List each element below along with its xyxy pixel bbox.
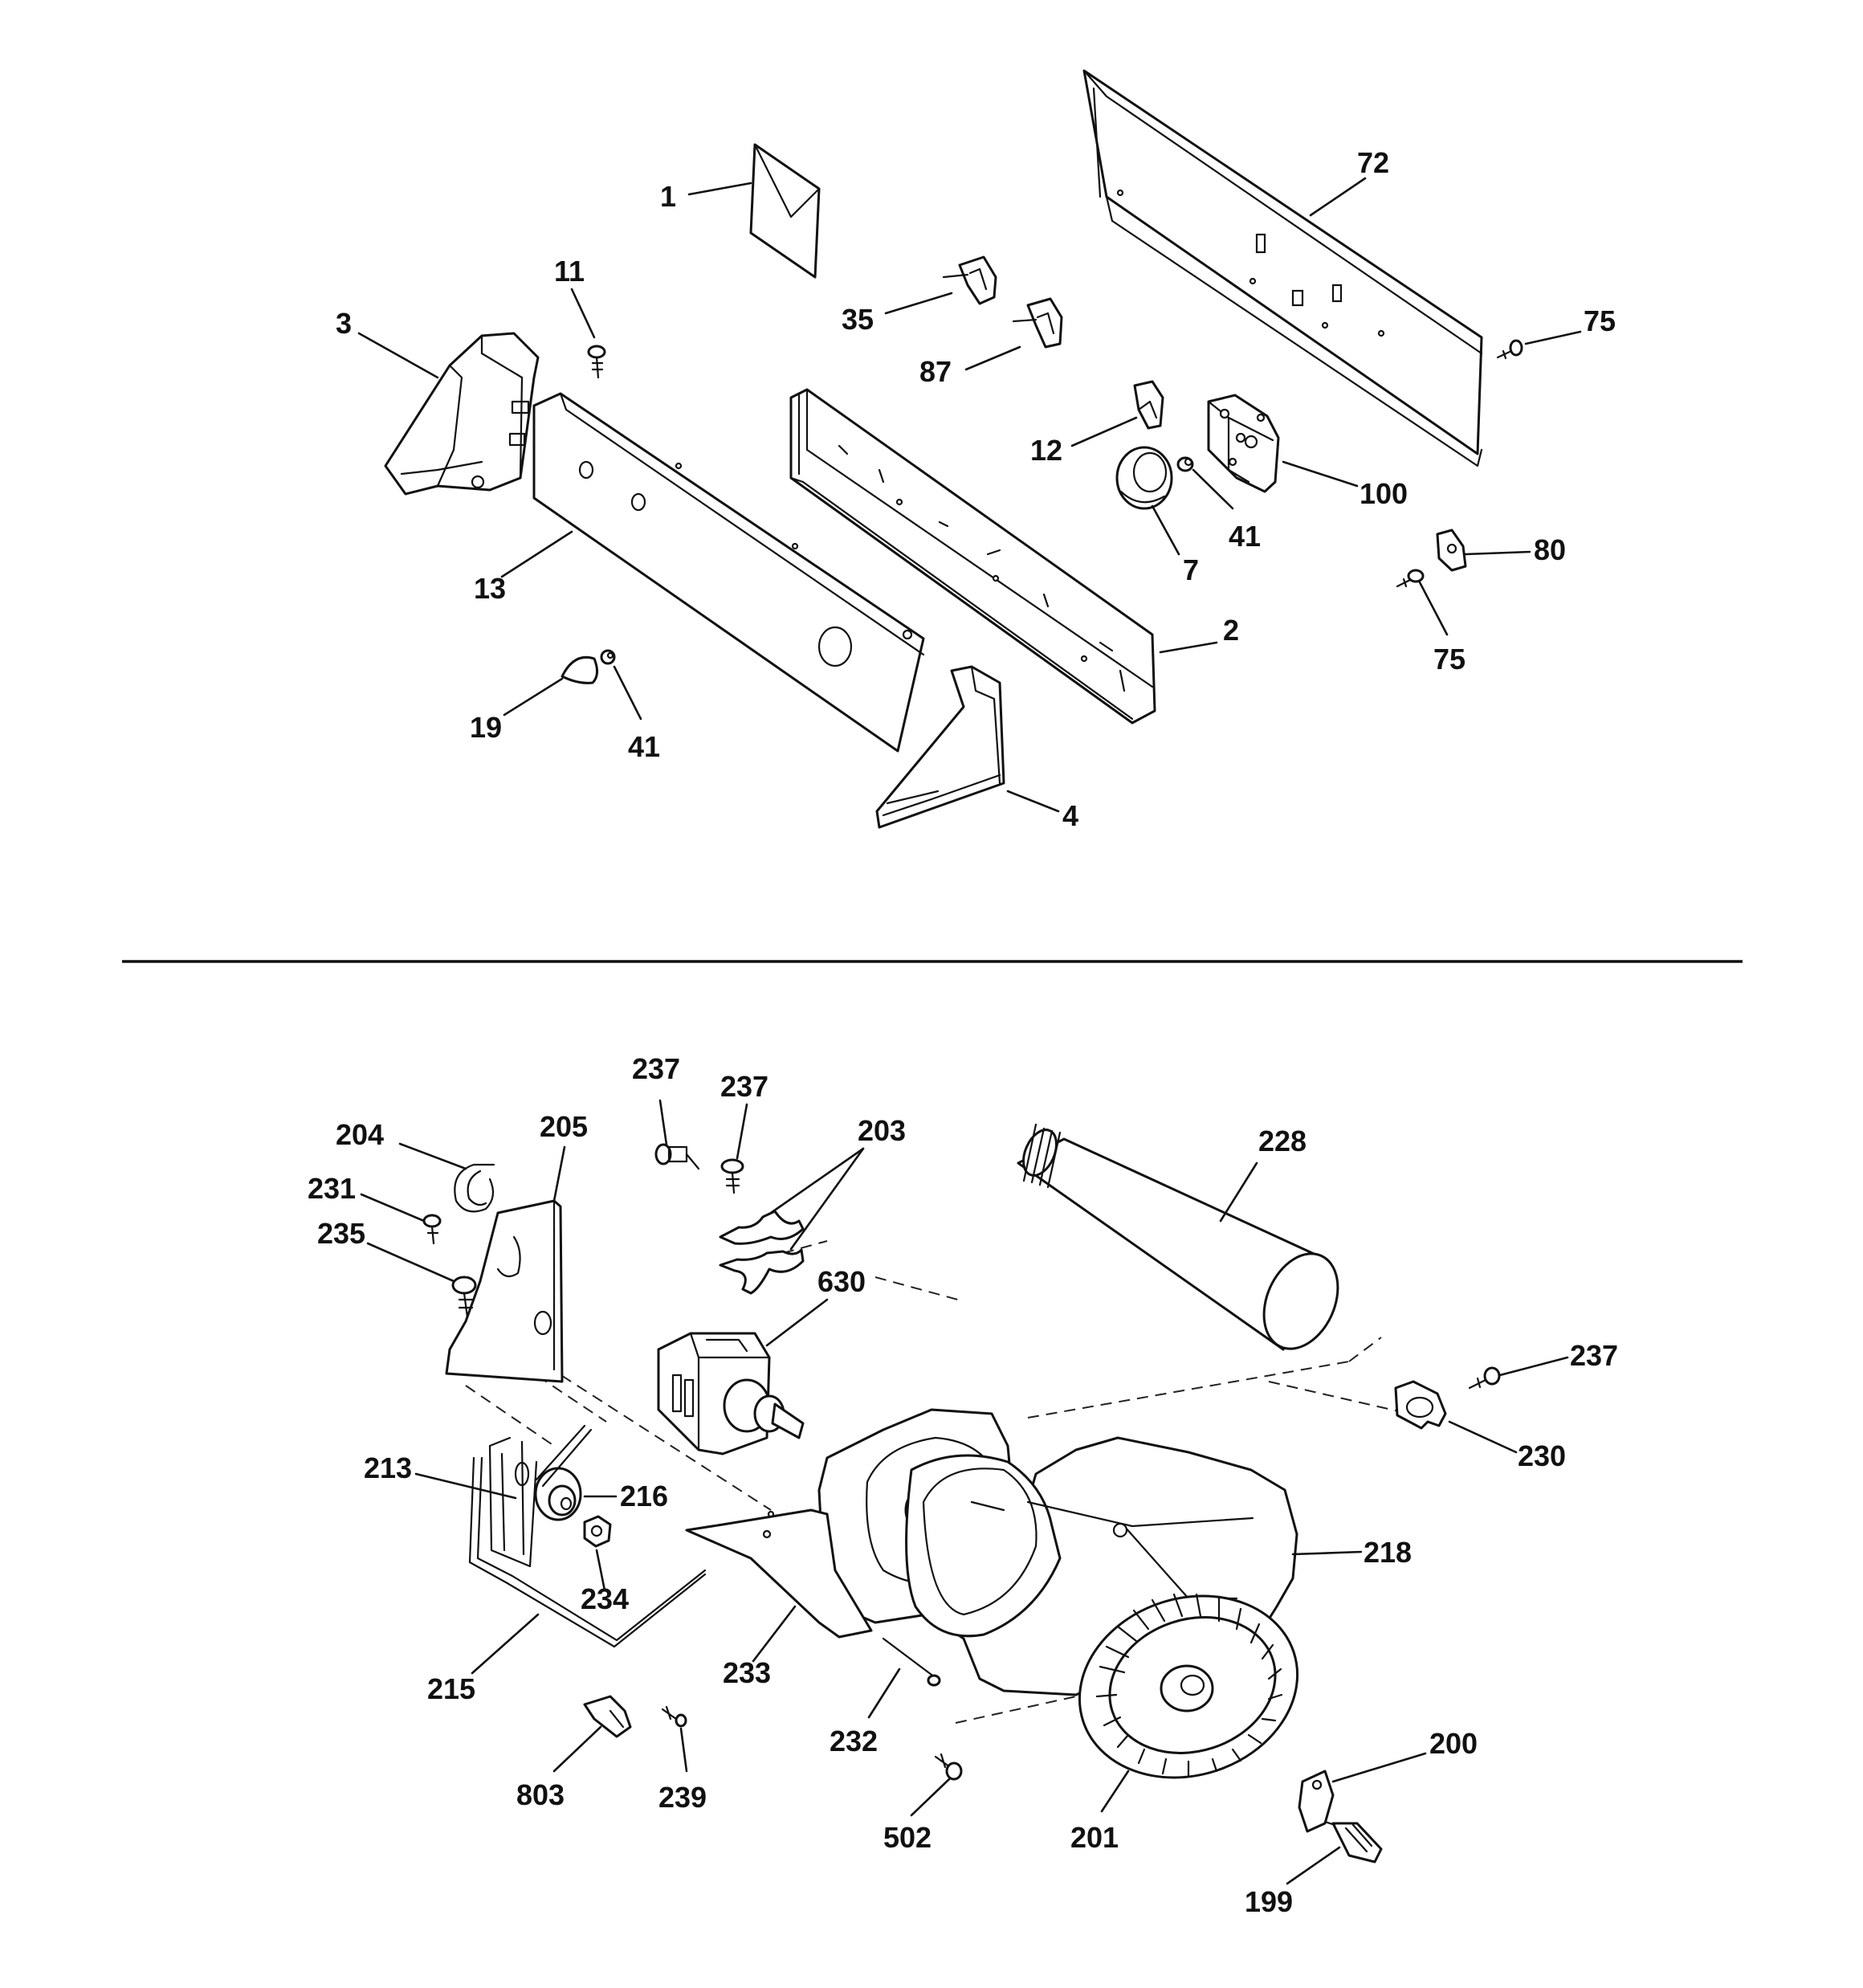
part-motor-straps	[719, 1210, 805, 1295]
callout-199: 199	[1245, 1885, 1293, 1918]
callout-80: 80	[1534, 533, 1566, 566]
part-bracket-clip-87	[1012, 297, 1063, 349]
callout-237b: 237	[720, 1070, 768, 1103]
part-screw-237a	[654, 1143, 700, 1170]
part-pointer-19	[561, 655, 598, 684]
bottom-leader-lines	[360, 1099, 1569, 1885]
callout-35: 35	[842, 303, 874, 336]
part-timer	[1207, 394, 1280, 493]
callout-205: 205	[540, 1110, 588, 1143]
part-screw-502	[934, 1753, 963, 1781]
part-insert-41b	[600, 649, 616, 665]
callout-13: 13	[474, 572, 506, 605]
control-panel-section: 1 72 11 3 35 87 75 12 100 41 7 13 80 2 7…	[336, 69, 1616, 832]
top-callouts: 1 72 11 3 35 87 75 12 100 41 7 13 80 2 7…	[336, 146, 1616, 832]
part-thermostat	[1394, 1380, 1447, 1430]
part-screw-75b	[1396, 569, 1425, 588]
part-bolt-199	[1323, 1820, 1383, 1863]
part-right-end-cap	[875, 665, 1005, 829]
part-bracket-12	[1133, 380, 1164, 430]
part-clip-80	[1436, 529, 1467, 572]
callout-11: 11	[554, 255, 585, 288]
part-left-end-cap	[384, 332, 540, 496]
alignment-dashes	[465, 1240, 1410, 1724]
callout-234: 234	[581, 1582, 629, 1615]
part-idler-pulley	[534, 1424, 593, 1521]
part-screw-11	[587, 345, 606, 379]
callout-228: 228	[1258, 1125, 1307, 1157]
callout-12: 12	[1030, 434, 1062, 467]
callout-215: 215	[427, 1672, 475, 1705]
part-switch-213	[488, 1436, 538, 1568]
bottom-callouts: 237 237 203 204 205 228 231 235 630 237 …	[308, 1052, 1618, 1918]
part-clip-803	[583, 1695, 632, 1738]
part-screw-237c	[1468, 1366, 1501, 1390]
callout-237a: 237	[632, 1052, 680, 1085]
callout-75b: 75	[1433, 643, 1466, 676]
part-clip-200	[1298, 1770, 1335, 1833]
callout-2: 2	[1223, 614, 1239, 647]
callout-203: 203	[858, 1114, 906, 1147]
callout-4: 4	[1062, 799, 1078, 832]
part-motor-bracket	[445, 1199, 564, 1383]
callout-239: 239	[658, 1781, 707, 1814]
top-leader-lines	[357, 177, 1582, 813]
callout-1: 1	[660, 180, 676, 213]
callout-201: 201	[1070, 1821, 1119, 1854]
part-nut-234	[583, 1515, 612, 1548]
part-envelope	[749, 143, 821, 279]
part-control-fascia	[532, 392, 925, 753]
part-exhaust-duct	[1017, 1123, 1339, 1351]
part-screw-235	[451, 1276, 477, 1319]
callout-502: 502	[883, 1821, 932, 1854]
callout-630: 630	[817, 1265, 866, 1298]
callout-237c: 237	[1570, 1339, 1618, 1372]
callout-233: 233	[723, 1656, 771, 1689]
callout-803: 803	[516, 1778, 565, 1811]
part-screw-75a	[1496, 339, 1523, 360]
part-clamp-204	[454, 1163, 495, 1213]
part-screw-239	[661, 1705, 687, 1728]
part-back-splash	[1082, 69, 1483, 467]
callout-204: 204	[336, 1118, 384, 1151]
callout-235: 235	[317, 1217, 365, 1250]
callout-41b: 41	[628, 730, 660, 763]
part-blower-wheel	[1078, 1593, 1299, 1779]
callout-200: 200	[1429, 1727, 1478, 1760]
callout-231: 231	[308, 1172, 356, 1205]
motor-blower-section: 237 237 203 204 205 228 231 235 630 237 …	[308, 1052, 1618, 1918]
part-screw-231	[422, 1214, 442, 1245]
callout-41a: 41	[1229, 520, 1261, 553]
part-bracket-clip-35	[942, 255, 997, 305]
callout-19: 19	[470, 711, 502, 744]
callout-75a: 75	[1584, 304, 1616, 337]
callout-87: 87	[919, 355, 952, 388]
part-control-channel	[789, 388, 1156, 725]
callout-3: 3	[336, 307, 352, 340]
part-screw-237b	[720, 1158, 744, 1194]
callout-7: 7	[1183, 553, 1199, 586]
callout-218: 218	[1364, 1536, 1412, 1569]
callout-216: 216	[620, 1480, 668, 1512]
callout-100: 100	[1360, 477, 1408, 510]
callout-213: 213	[364, 1451, 412, 1484]
callout-72: 72	[1357, 146, 1389, 179]
part-rod-232	[882, 1637, 941, 1687]
callout-232: 232	[830, 1725, 878, 1757]
callout-230: 230	[1518, 1439, 1566, 1472]
part-base-plate	[685, 1508, 873, 1639]
part-insert-41a	[1176, 456, 1194, 472]
part-idler-arm	[468, 1456, 707, 1648]
part-knob	[1115, 446, 1173, 510]
part-motor	[657, 1332, 805, 1455]
